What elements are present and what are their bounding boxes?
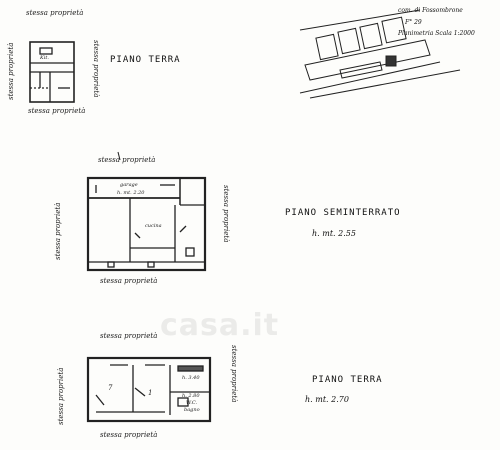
room-bagno: bagno xyxy=(184,407,200,413)
label-stessa-terra-top: stessa proprietà xyxy=(100,332,158,340)
room-7: 7 xyxy=(108,384,113,392)
label-stessa-terra-right: stessa proprietà xyxy=(230,345,238,403)
small-plan-terra xyxy=(29,41,75,103)
label-stessa-terra-left: stessa proprietà xyxy=(57,367,65,425)
room-h-280: h. 2.80 xyxy=(182,393,200,399)
room-1: 1 xyxy=(148,389,153,397)
room-garage-height: h. mt. 2.20 xyxy=(117,190,145,196)
planimetria-label: Planimetria Scala 1:2000 xyxy=(398,30,475,37)
height-seminterrato: h. mt. 2.55 xyxy=(312,229,356,238)
title-piano-terra: PIANO TERRA xyxy=(312,375,383,385)
plan-seminterrato xyxy=(86,151,207,272)
room-wc: W.C. xyxy=(186,400,198,406)
watermark: casa.it xyxy=(160,308,280,343)
label-stessa-bottom: stessa proprietà xyxy=(28,107,86,115)
title-piano-seminterrato: PIANO SEMINTERRATO xyxy=(285,208,401,218)
label-stessa-left: stessa proprietà xyxy=(7,42,15,100)
label-stessa-terra-bottom: stessa proprietà xyxy=(100,431,158,439)
label-stessa-right: stessa proprietà xyxy=(92,40,100,98)
label-stessa-semint-top: stessa proprietà xyxy=(98,156,156,164)
plan-terra xyxy=(86,356,212,423)
foglio-label: F° 29 xyxy=(405,19,422,26)
room-h-340: h. 3.40 xyxy=(182,375,200,381)
room-cucina: cucina xyxy=(145,223,162,229)
label-stessa-semint-right: stessa proprietà xyxy=(222,185,230,243)
height-terra: h. mt. 2.70 xyxy=(305,395,349,404)
site-plan xyxy=(299,9,461,99)
title-piano-terra-small: PIANO TERRA xyxy=(110,55,181,65)
room-kit: Kit. xyxy=(40,55,49,61)
label-stessa-top: stessa proprietà xyxy=(26,9,84,17)
comune-label: com. di Fossombrone xyxy=(398,7,463,14)
label-stessa-semint-bottom: stessa proprietà xyxy=(100,277,158,285)
label-stessa-semint-left: stessa proprietà xyxy=(54,202,62,260)
room-garage: garage xyxy=(120,182,138,188)
